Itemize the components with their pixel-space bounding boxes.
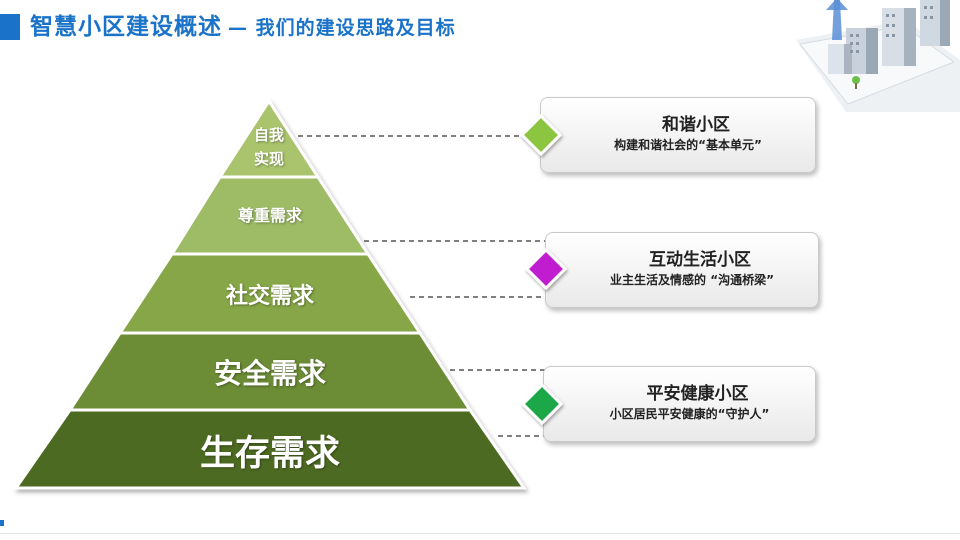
pyramid-label-safety: 安全需求 bbox=[213, 357, 326, 390]
title-subtitle: — 我们的建设思路及目标 bbox=[228, 17, 456, 39]
goal-card-safe-healthy: 平安健康小区 小区居民平安健康的“守护人” bbox=[543, 366, 816, 442]
pyramid-label-survival: 生存需求 bbox=[199, 434, 340, 474]
label-line-1: 自我 bbox=[253, 126, 284, 144]
goal-title: 和谐小区 bbox=[662, 115, 730, 135]
page-title: 智慧小区建设概述 — 我们的建设思路及目标 bbox=[30, 12, 456, 42]
goal-description: 小区居民平安健康的“守护人” bbox=[609, 407, 770, 421]
goal-card-interactive: 互动生活小区 业主生活及情感的 “沟通桥梁” bbox=[545, 232, 819, 308]
goal-description: 业主生活及情感的 “沟通桥梁” bbox=[610, 273, 774, 287]
title-text: 智慧小区建设概述 bbox=[30, 14, 222, 40]
corner-mark bbox=[0, 520, 4, 526]
footer-divider bbox=[0, 533, 960, 534]
pyramid-label-social: 社交需求 bbox=[225, 284, 314, 309]
city-buildings-illustration bbox=[796, 0, 960, 112]
label-line-2: 实现 bbox=[253, 150, 284, 168]
goal-card-harmonious: 和谐小区 构建和谐社会的“基本单元” bbox=[540, 97, 816, 173]
goal-title: 互动生活小区 bbox=[649, 250, 751, 270]
goal-title: 平安健康小区 bbox=[646, 384, 749, 404]
title-accent-bar bbox=[0, 14, 20, 40]
pyramid-level-self-actualization bbox=[217, 98, 321, 179]
pyramid-label-self-actualization: 自我 实现 bbox=[238, 123, 300, 171]
goal-description: 构建和谐社会的“基本单元” bbox=[614, 138, 762, 152]
pyramid-label-esteem: 尊重需求 bbox=[237, 206, 302, 225]
